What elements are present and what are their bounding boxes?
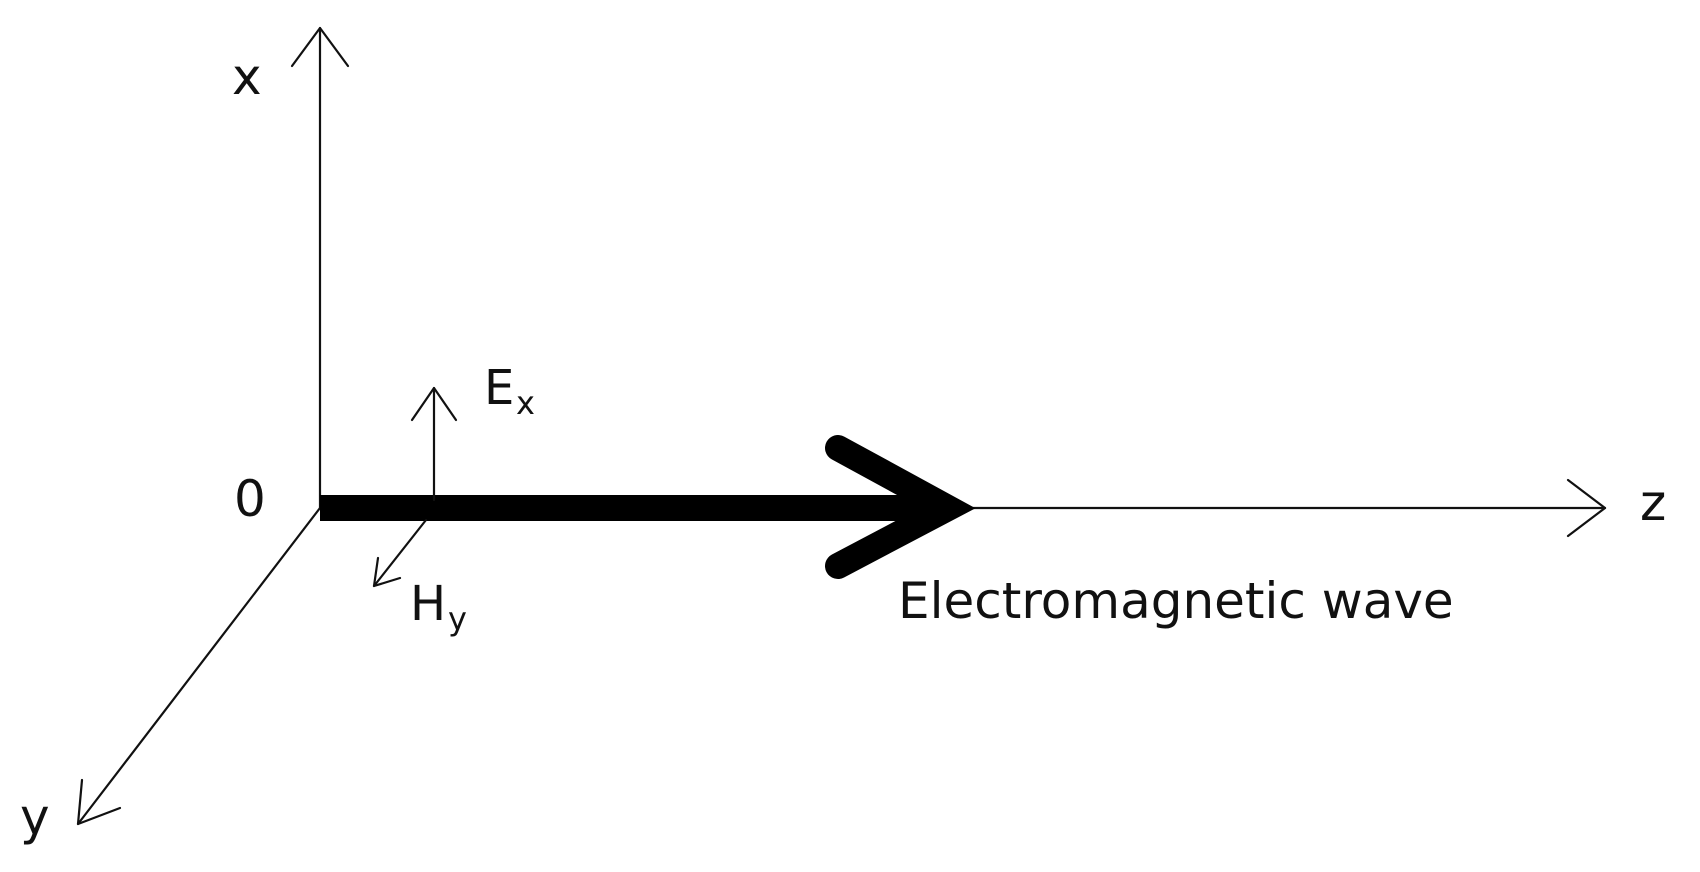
h-field-vector	[372, 518, 428, 588]
y-axis-arrowhead-icon	[76, 778, 122, 826]
wave-arrow-head-icon	[825, 435, 976, 579]
z-axis-label: z	[1640, 474, 1666, 532]
e-field-label-main: E	[484, 360, 514, 416]
e-field-label-sub: x	[516, 384, 535, 422]
x-axis-arrowhead-icon	[290, 26, 350, 68]
wave-caption: Electromagnetic wave	[898, 572, 1454, 630]
wave-propagation-arrow	[320, 435, 976, 579]
x-axis-label: x	[232, 48, 262, 106]
h-field-arrowhead-icon	[372, 556, 402, 588]
e-field-vector	[410, 386, 458, 502]
e-field-arrowhead-icon	[410, 386, 458, 422]
e-field-label: E x	[484, 360, 535, 422]
h-field-label: H y	[410, 576, 467, 638]
y-axis	[76, 506, 322, 826]
h-field-label-sub: y	[448, 600, 467, 638]
origin-label: 0	[234, 470, 266, 528]
z-axis-arrowhead-icon	[1566, 478, 1607, 538]
h-field-label-main: H	[410, 576, 446, 632]
y-axis-label: y	[20, 788, 50, 846]
x-axis	[290, 26, 350, 510]
